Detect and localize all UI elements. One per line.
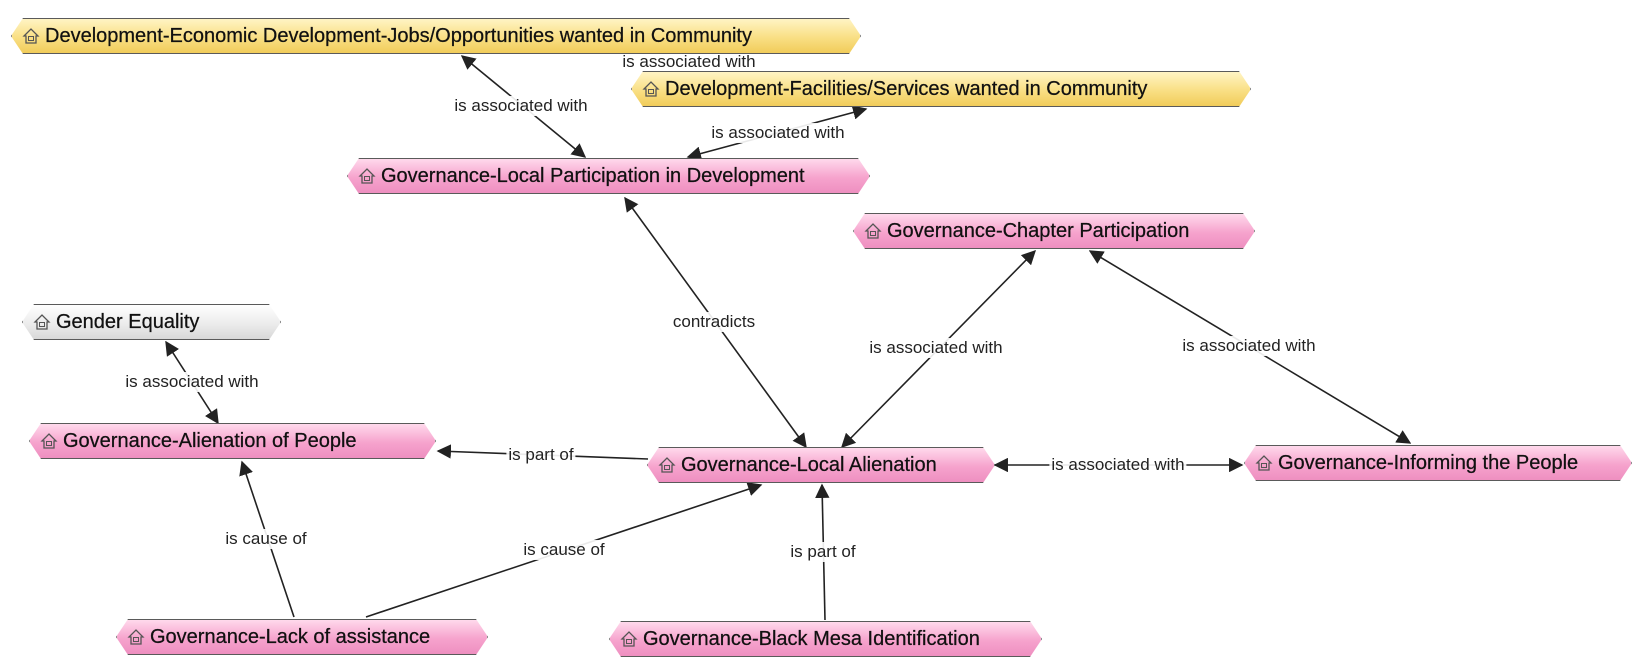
concept-icon	[24, 27, 38, 45]
concept-label: Governance-Local Alienation	[681, 453, 937, 476]
concept-local-participation[interactable]: Governance-Local Participation in Develo…	[347, 158, 870, 194]
edge-label: contradicts	[670, 312, 758, 332]
concept-label: Governance-Black Mesa Identification	[643, 627, 980, 650]
concept-black-mesa[interactable]: Governance-Black Mesa Identification	[609, 621, 1042, 657]
concept-label: Governance-Informing the People	[1278, 451, 1579, 474]
concept-icon	[622, 630, 636, 648]
concept-label: Governance-Chapter Participation	[887, 219, 1190, 242]
concept-icon	[1257, 454, 1271, 472]
edge-label: is associated with	[1180, 336, 1318, 356]
edge-label: is associated with	[709, 123, 847, 143]
edge-label: is associated with	[620, 52, 758, 72]
edge-label: is cause of	[521, 540, 607, 560]
concept-econ-dev[interactable]: Development-Economic Development-Jobs/Op…	[11, 18, 861, 54]
concept-label: Governance-Lack of assistance	[150, 625, 431, 648]
concept-icon	[644, 80, 658, 98]
concept-icon	[360, 167, 374, 185]
edge-label: is associated with	[452, 96, 590, 116]
concept-local-alienation[interactable]: Governance-Local Alienation	[647, 447, 995, 483]
concept-alienation-people[interactable]: Governance-Alienation of People	[29, 423, 436, 459]
concept-label: Gender Equality	[56, 310, 200, 333]
concept-facilities[interactable]: Development-Facilities/Services wanted i…	[631, 71, 1251, 107]
concept-lack-assistance[interactable]: Governance-Lack of assistance	[116, 619, 488, 655]
concept-label: Development-Facilities/Services wanted i…	[665, 77, 1148, 100]
concept-icon	[866, 222, 880, 240]
edge-label: is associated with	[1049, 455, 1187, 475]
edge-label: is cause of	[223, 529, 309, 549]
concept-icon	[129, 628, 143, 646]
concept-label: Governance-Alienation of People	[63, 429, 357, 452]
concept-gender-equality[interactable]: Gender Equality	[22, 304, 281, 340]
edge-label: is associated with	[867, 338, 1005, 358]
concept-icon	[660, 456, 674, 474]
concept-label: Governance-Local Participation in Develo…	[381, 164, 805, 187]
concept-chapter-participation[interactable]: Governance-Chapter Participation	[853, 213, 1255, 249]
concept-informing-people[interactable]: Governance-Informing the People	[1244, 445, 1632, 481]
concept-label: Development-Economic Development-Jobs/Op…	[45, 24, 752, 47]
concept-icon	[35, 313, 49, 331]
edge-label: is part of	[788, 542, 858, 562]
edge-label: is associated with	[123, 372, 261, 392]
concept-icon	[42, 432, 56, 450]
edge-label: is part of	[506, 445, 576, 465]
